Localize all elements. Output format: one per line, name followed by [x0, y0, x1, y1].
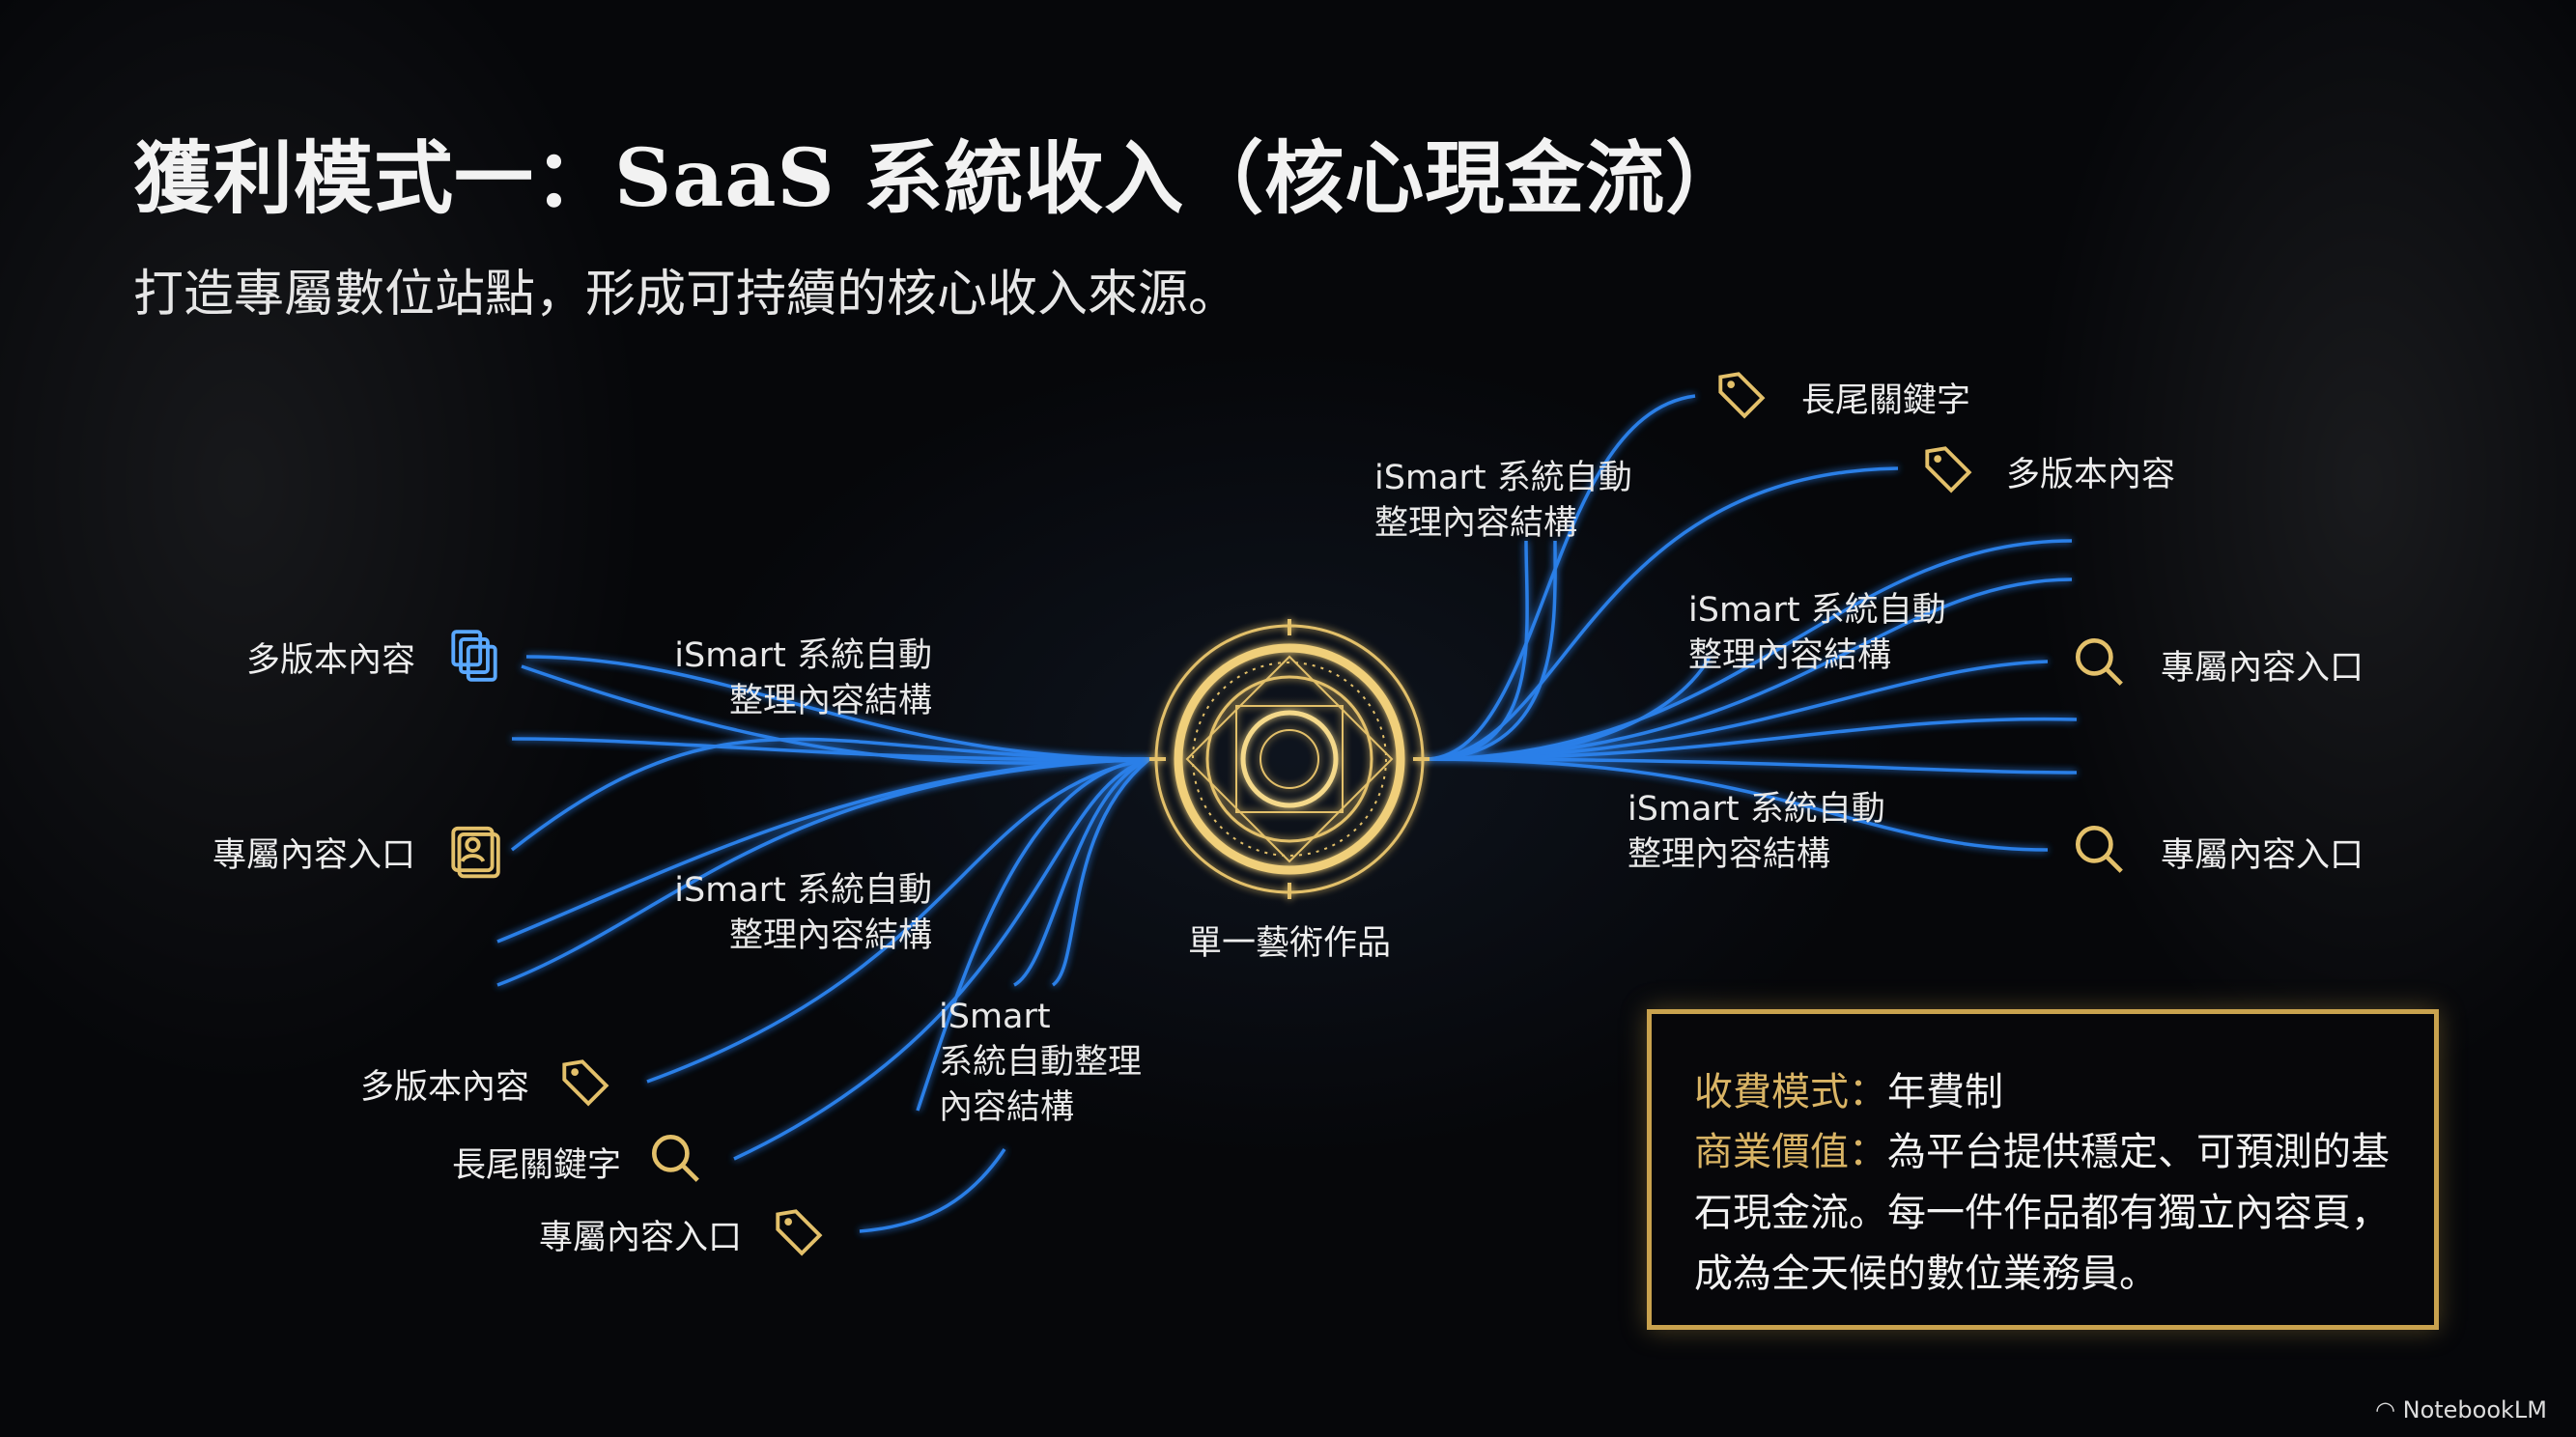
right-ismart-label-low: iSmart 系統自動整理內容結構	[1628, 790, 1885, 874]
left-multi-version-label: 多版本內容	[245, 641, 415, 680]
revenue-info-box: 收費模式：年費制 商業價值：為平台提供穩定、可預測的基 石現金流。每一件作品都有…	[1647, 1009, 2439, 1330]
bottom-exclusive-entry-label: 專屬內容入口	[538, 1219, 742, 1257]
notebooklm-logo: ◠ NotebookLM	[2375, 1396, 2547, 1423]
right-longtail-label: 長尾關鍵字	[1801, 381, 1971, 420]
search-icon	[651, 1134, 699, 1182]
left-exclusive-entry-label: 專屬內容入口	[212, 836, 415, 875]
left-ismart-label-1: iSmart 系統自動整理內容結構	[674, 636, 932, 720]
bottom-multi-version-label: 多版本內容	[359, 1068, 529, 1107]
profile-card-icon	[451, 826, 500, 879]
documents-icon	[451, 630, 497, 682]
fee-model-line: 收費模式：年費制	[1694, 1070, 2003, 1114]
tag-icon	[562, 1059, 609, 1107]
page-subtitle: 打造專屬數位站點，形成可持續的核心收入來源。	[133, 266, 1239, 324]
tag-icon	[1925, 446, 1972, 493]
left-ismart-label-2: iSmart 系統自動整理內容結構	[674, 871, 932, 955]
notebooklm-icon: ◠	[2375, 1396, 2403, 1423]
business-value-line-2: 石現金流。每一件作品都有獨立內容頁，	[1694, 1191, 2390, 1235]
business-value-line: 商業價值：為平台提供穩定、可預測的基	[1694, 1130, 2390, 1174]
page-title: 獲利模式一：SaaS 系統收入（核心現金流）	[133, 132, 1746, 225]
center-label: 單一藝術作品	[1187, 924, 1392, 963]
business-value-line-3: 成為全天候的數位業務員。	[1694, 1252, 2158, 1296]
search-icon	[2075, 637, 2123, 686]
right-exclusive-entry-label-2: 專屬內容入口	[2161, 836, 2364, 875]
right-ismart-label-top: iSmart 系統自動整理內容結構	[1374, 459, 1632, 543]
right-exclusive-entry-label-1: 專屬內容入口	[2161, 649, 2364, 688]
bottom-longtail-label: 長尾關鍵字	[451, 1146, 621, 1185]
right-multi-version-label: 多版本內容	[2006, 456, 2176, 494]
tag-icon	[776, 1209, 823, 1256]
search-icon	[2075, 825, 2123, 873]
tag-icon	[1718, 372, 1766, 419]
right-ismart-label-mid: iSmart 系統自動整理內容結構	[1688, 591, 1946, 675]
